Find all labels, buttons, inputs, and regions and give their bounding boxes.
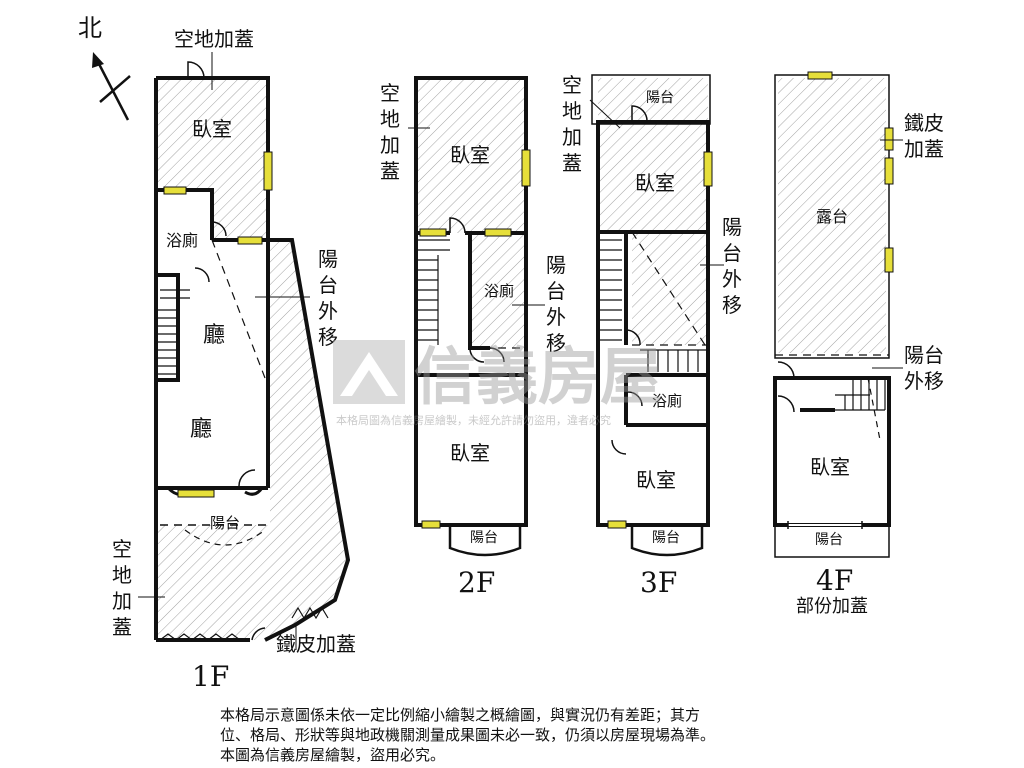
disclaimer: 本格局示意圖係未依一定比例縮小繪製之概繪圖，與實況仍有差距；其方 位、格局、形狀… <box>220 705 820 765</box>
door-bath <box>211 221 227 237</box>
stairs <box>418 239 450 345</box>
bay-balcony <box>630 525 704 557</box>
floor-4f: 露台 鐵皮 加蓋 陽台 外移 臥室 陽台 4F 部份加蓋 <box>773 71 944 617</box>
f2-vacant-add-1: 地 <box>380 107 400 131</box>
stairs <box>600 239 706 372</box>
f2-title: 2F <box>458 566 495 599</box>
f1-title: 1F <box>192 660 229 693</box>
walls <box>596 120 710 527</box>
bedroom-top-area <box>416 78 526 233</box>
windows <box>607 151 713 529</box>
f1-vacant-side-3: 蓋 <box>112 615 132 639</box>
f2-balcony-ext-2: 外 <box>546 305 566 329</box>
f4-balcony-ext-1: 外移 <box>904 369 944 393</box>
stairs <box>835 380 886 411</box>
bay-balcony <box>448 525 522 557</box>
f3-balcony-ext-1: 台 <box>722 241 742 265</box>
door-balcony <box>238 469 256 487</box>
f1-balcony: 陽台 <box>210 514 240 532</box>
watermark-notice: 本格局圖為信義房屋繪製，未經允許請勿盜用，違者必究 <box>336 413 611 427</box>
f3-bedroom-top: 臥室 <box>635 171 675 195</box>
f3-balcony-top: 陽台 <box>646 90 674 106</box>
f1-balcony-ext-0: 陽 <box>318 247 338 271</box>
yard-area <box>156 240 348 640</box>
walls <box>154 76 351 642</box>
door-iron <box>251 627 266 641</box>
f3-vacant-add-3: 蓋 <box>562 151 582 175</box>
north-arrow: 北 <box>78 14 131 121</box>
f4-balcony-ext-0: 陽台 <box>904 343 944 367</box>
f1-vacant-side-1: 地 <box>112 563 132 587</box>
watermark: 信義房屋 本格局圖為信義房屋繪製，未經允許請勿盜用，違者必究 <box>333 340 662 427</box>
balcony-top-area <box>598 78 708 122</box>
disclaimer-line-1: 本格局示意圖係未依一定比例縮小繪製之概繪圖，與實況仍有差距；其方 <box>220 706 701 724</box>
f3-bathroom: 浴廁 <box>652 392 682 410</box>
floor-1f: 空地加蓋 臥室 浴廁 廳 廳 陽台 陽 台 外 移 空 地 加 蓋 鐵皮加蓋 1… <box>112 27 356 693</box>
f4-iron-roof-0: 鐵皮 <box>904 111 944 135</box>
f4-balcony: 陽台 <box>815 532 843 548</box>
f2-balcony-ext-1: 台 <box>546 279 566 303</box>
f1-vacant-side-0: 空 <box>112 537 132 561</box>
f1-vacant-side-2: 加 <box>112 589 132 613</box>
f3-vacant-add-0: 空 <box>562 73 582 97</box>
windows <box>419 149 531 529</box>
disclaimer-line-3: 本圖為信義房屋繪製，盜用必究。 <box>220 746 446 764</box>
north-label: 北 <box>78 14 102 42</box>
windows <box>163 151 273 498</box>
f2-balcony-ext-3: 移 <box>546 331 566 355</box>
bath-area <box>212 190 268 240</box>
floor-2f: 空 地 加 蓋 臥室 浴廁 陽 台 外 移 臥室 陽台 2F <box>380 76 566 599</box>
f3-balcony-ext-3: 移 <box>722 293 742 317</box>
f2-balcony: 陽台 <box>470 530 498 546</box>
door-hall <box>194 267 210 283</box>
f3-title: 3F <box>640 566 677 599</box>
f4-iron-roof-1: 加蓋 <box>904 137 944 161</box>
f3-balcony-ext-0: 陽 <box>722 215 742 239</box>
ext-area <box>632 232 708 345</box>
watermark-brand: 信義房屋 <box>414 340 662 413</box>
door-top <box>187 61 205 79</box>
f1-hall-a: 廳 <box>203 323 225 348</box>
f4-subtitle: 部份加蓋 <box>796 596 868 617</box>
f1-bathroom: 浴廁 <box>166 231 198 250</box>
floor-plan: 北 <box>78 14 944 693</box>
f3-balcony-ext-2: 外 <box>722 267 742 291</box>
terrace-area <box>778 78 886 353</box>
f2-balcony-ext-0: 陽 <box>546 253 566 277</box>
windows <box>807 71 894 273</box>
f4-title: 4F <box>816 564 853 597</box>
f4-bedroom: 臥室 <box>810 455 850 479</box>
f2-bedroom-bottom: 臥室 <box>450 441 490 465</box>
f1-balcony-ext-1: 台 <box>318 273 338 297</box>
f1-hall-b: 廳 <box>190 417 212 442</box>
f2-vacant-add-3: 蓋 <box>380 159 400 183</box>
f2-vacant-add-0: 空 <box>380 81 400 105</box>
stairs <box>158 289 190 375</box>
disclaimer-line-2: 位、格局、形狀等與地政機關測量成果圖未必一致，仍須以房屋現場為準。 <box>220 726 716 744</box>
bedroom-top-area <box>598 122 708 232</box>
floor-3f: 空 地 加 蓋 陽台 臥室 陽 台 外 移 浴廁 臥室 陽台 3F <box>562 73 742 599</box>
f1-iron-roof: 鐵皮加蓋 <box>276 632 356 656</box>
f4-terrace: 露台 <box>816 207 848 226</box>
f1-balcony-ext-2: 外 <box>318 299 338 323</box>
f2-bedroom-top: 臥室 <box>450 143 490 167</box>
f1-balcony-ext-3: 移 <box>318 325 338 349</box>
f1-vacant-add-top: 空地加蓋 <box>174 27 254 51</box>
f3-bedroom-bottom: 臥室 <box>636 468 676 492</box>
bedroom-area <box>156 78 268 190</box>
ext-area <box>470 233 526 348</box>
f2-vacant-add-2: 加 <box>380 133 400 157</box>
f1-bedroom: 臥室 <box>192 117 232 141</box>
f2-bathroom: 浴廁 <box>484 282 514 300</box>
f3-vacant-add-2: 加 <box>562 125 582 149</box>
f3-balcony-bottom: 陽台 <box>652 530 680 546</box>
f3-vacant-add-1: 地 <box>562 99 582 123</box>
